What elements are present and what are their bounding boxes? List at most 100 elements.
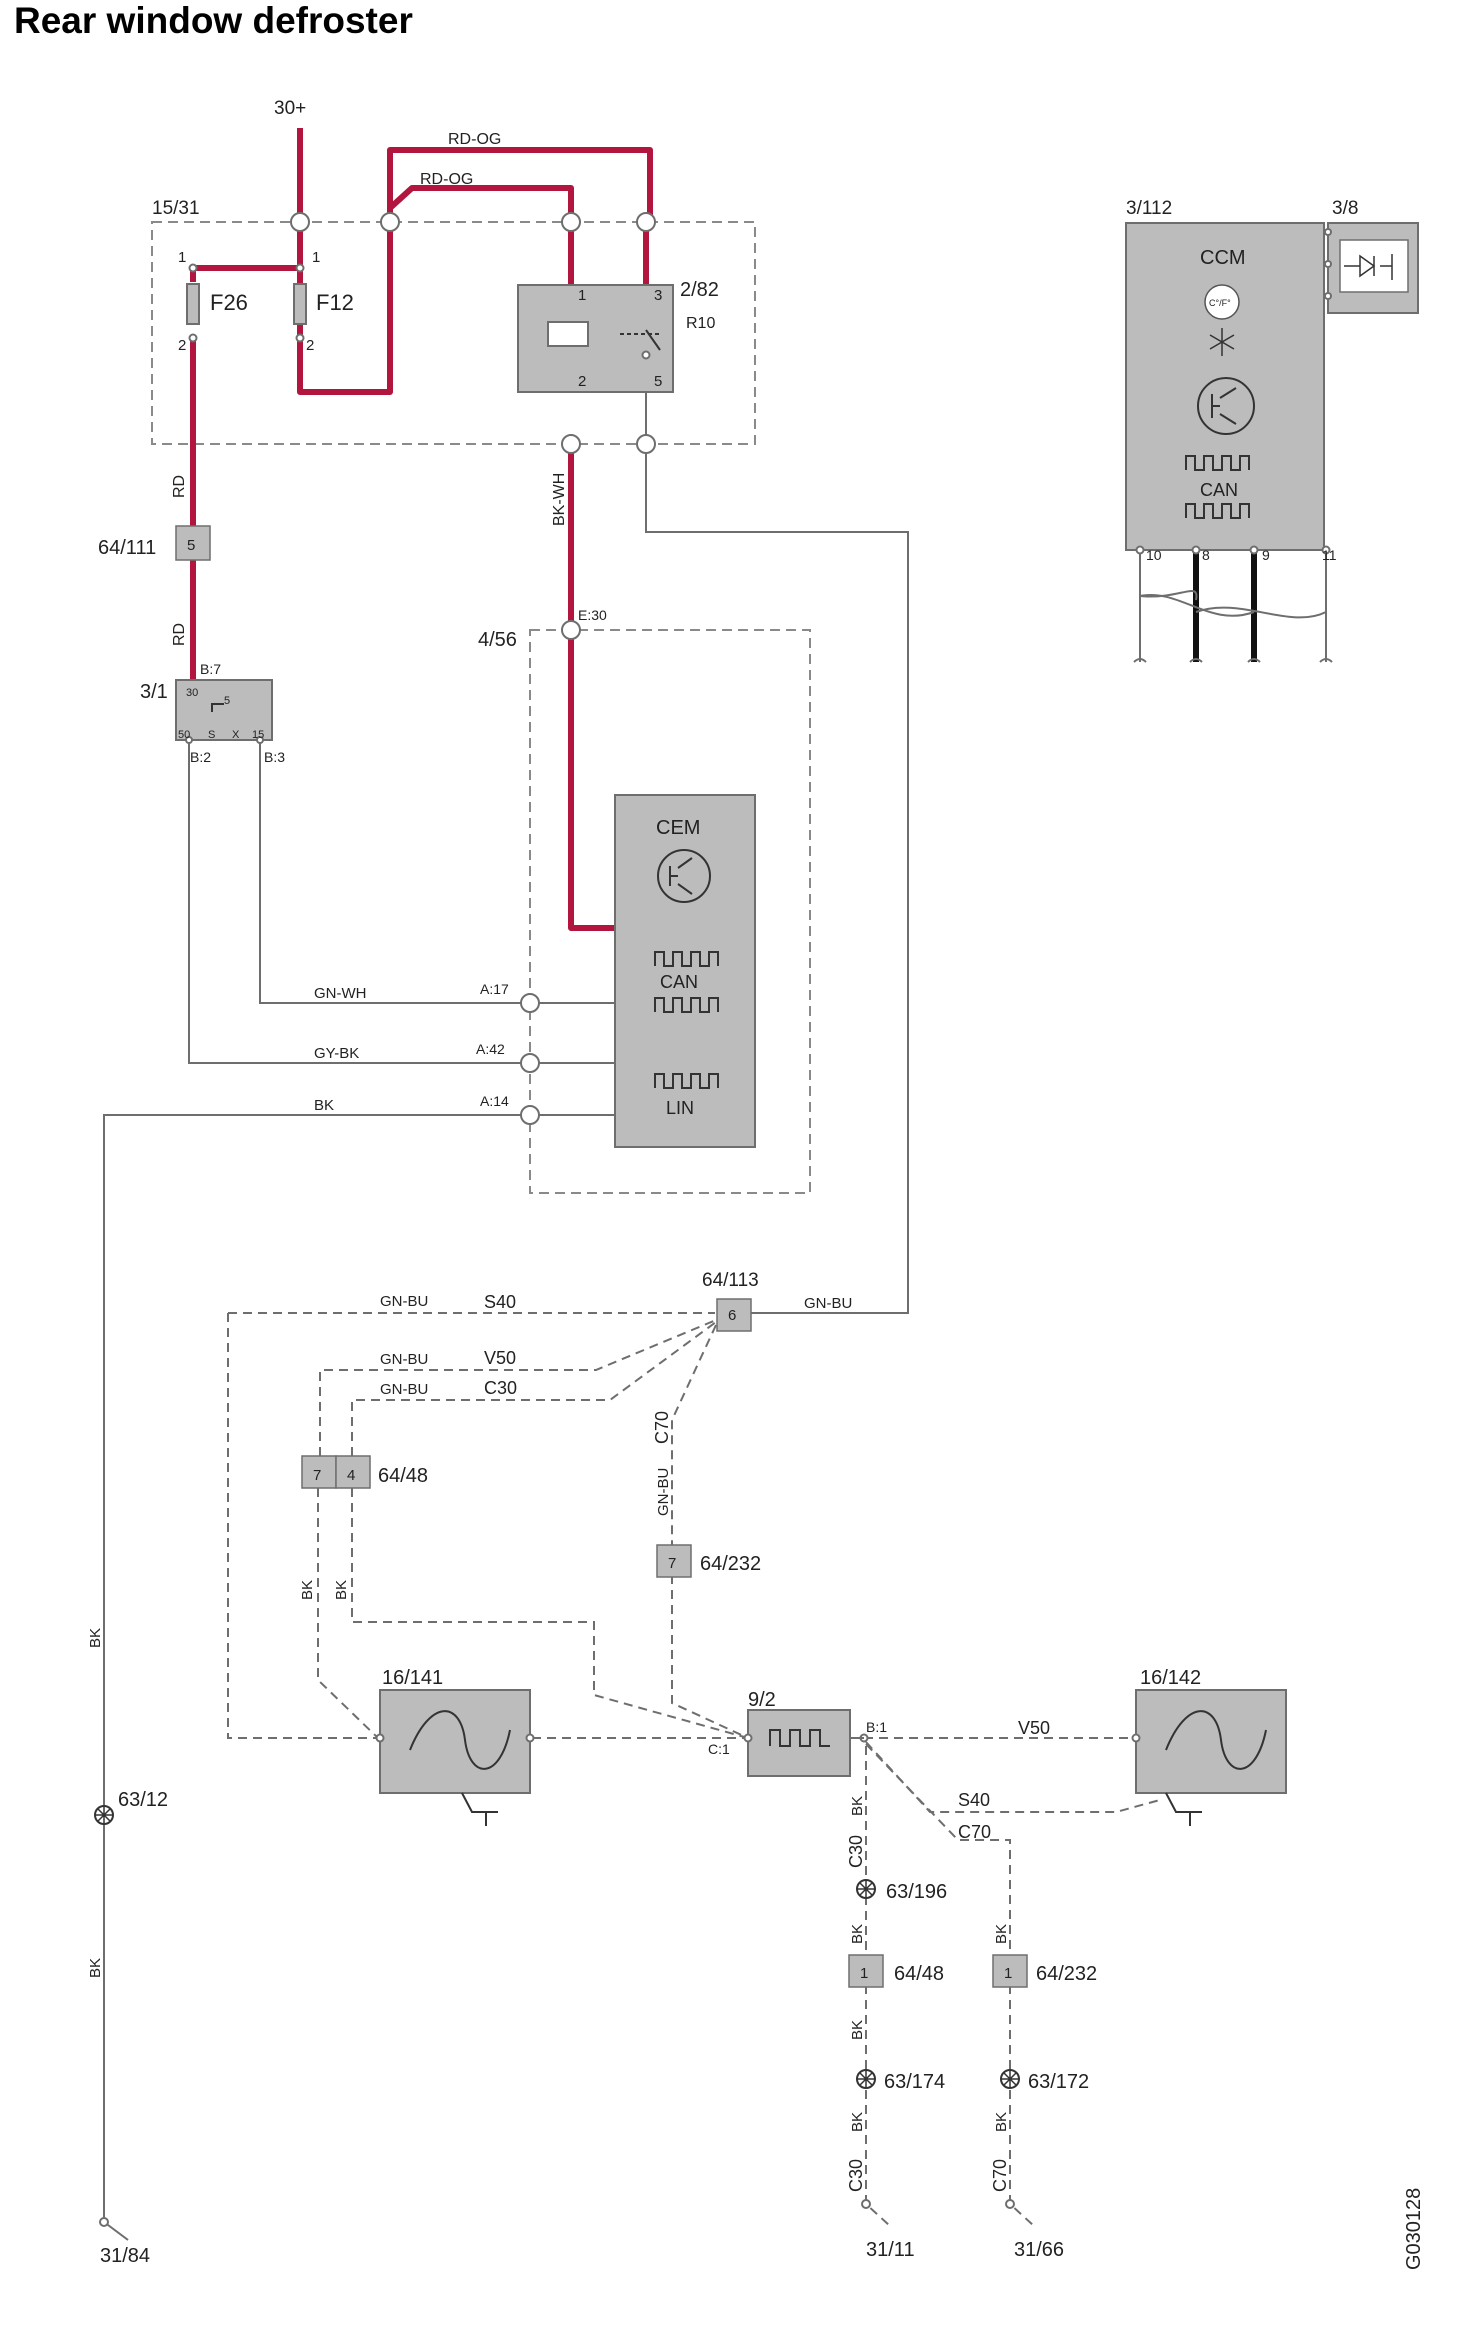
pin-label-c1: C:1 [708,1741,730,1757]
wire-label-bk-cem: BK [314,1097,334,1114]
label-filter: 9/2 [748,1689,776,1711]
ccm-module [1125,222,1325,551]
pin-label-a42: A:42 [476,1041,505,1057]
wire-bk-48b [351,1488,749,1739]
pin-label-e30: E:30 [578,607,607,623]
wire-s40-down [227,1313,378,1739]
wire-v50-gn-bu [319,1319,717,1456]
pin-f12-1 [295,263,305,273]
label-cem: CEM [656,817,700,839]
label-splice-63-172: 63/172 [1028,2071,1089,2093]
pin-label-64-111: 5 [187,537,195,554]
heater-16-141 [379,1689,531,1794]
wire-label-bk-wh: BK-WH [551,473,568,526]
pin-label-sw-x: X [232,729,240,741]
switch-pin-b2 [185,736,193,744]
junction-nodes [290,212,656,1125]
pin-label-b7: B:7 [200,661,221,677]
label-ccm: CCM [1200,247,1246,269]
ccm-pins [1135,545,1331,555]
label-temp-unit: C°/F° [1209,298,1231,308]
label-switch-3-8: 3/8 [1332,198,1358,219]
wire-label-gn-bu-v50: GN-BU [380,1351,428,1368]
switch-symbol [211,703,224,712]
label-ignition-switch: 3/1 [140,681,168,703]
label-ground-31-11: 31/11 [866,2239,915,2261]
diagram-title: Rear window defroster [14,0,413,41]
switch-pin-b3 [256,736,264,744]
heater-16-141-ground [461,1792,498,1826]
splice-63-12 [94,1805,114,1825]
wire-label-bk-c70-1: BK [993,1924,1010,1944]
label-f12: F12 [316,290,354,315]
pin-label-relay-1: 1 [578,287,586,304]
relay-contact-pin [641,350,651,360]
wire-30-supply [297,128,653,395]
wire-relay-to-64-113 [645,444,909,1314]
wire-gy-bk [188,740,530,1064]
ccm-transistor-icon [1197,377,1255,435]
cem-lin-icon [654,1073,719,1089]
variant-v50-top: V50 [484,1348,516,1368]
pin-label-f26-1: 1 [178,249,186,266]
pin-label-64-113: 6 [728,1307,736,1324]
wire-gn-wh [259,740,530,1004]
label-cem-box: 4/56 [478,629,517,651]
filter-pin-c1 [743,1733,753,1743]
ground-31-84-pin [99,2217,109,2227]
ccm-can-bus [1133,550,1333,663]
led-icon [1344,254,1393,280]
label-connector-64-111: 64/111 [98,537,156,559]
switch-3-8-pin-3 [1324,292,1332,300]
pin-label-64-48-bottom: 1 [860,1965,868,1982]
pin-label-64-232-top: 7 [668,1555,676,1572]
label-ccm-module: 3/112 [1126,198,1172,219]
filter-icon [769,1729,830,1747]
label-connector-64-232-top: 64/232 [700,1553,761,1575]
wire-label-bk-c30-4: BK [849,2112,866,2132]
wire-rd-og-2 [387,185,574,222]
label-connector-64-232-bottom: 64/232 [1036,1963,1097,1985]
wire-bk-48a [317,1488,379,1739]
pin-label-sw-50: 50 [178,729,190,741]
wire-label-bk-c30-1: BK [849,1796,866,1816]
wire-label-bk-c70-2: BK [993,2112,1010,2132]
cem-module [614,794,756,1148]
pin-label-sw-5: 5 [224,695,230,707]
pin-label-ccm-11: 11 [1322,547,1337,563]
switch-3-8-pin-1 [1324,228,1332,236]
temperature-unit-icon [1204,284,1240,320]
pin-f26-1 [188,263,198,273]
wire-c30-ground [865,1985,891,2227]
wire-label-gn-bu-right: GN-BU [804,1295,852,1312]
label-ccm-can: CAN [1200,480,1238,500]
ignition-switch [175,679,273,741]
label-heater-16-141: 16/141 [382,1667,443,1689]
wire-label-rd-2: RD [171,623,188,646]
heater-16-142-pin-in [1131,1733,1141,1743]
wire-c70-down [671,1575,749,1739]
connector-64-232-bottom [992,1954,1028,1988]
relay-coil [547,321,589,347]
cem-can-icon [654,951,719,1013]
label-connector-64-48-bottom: 64/48 [894,1963,944,1985]
connector-64-111 [175,525,211,561]
pin-label-sw-s: S [208,729,215,741]
label-ground-31-66: 31/66 [1014,2239,1064,2261]
wire-c70-ground [1009,1985,1035,2227]
wire-label-rd-og-2: RD-OG [420,171,473,188]
wire-label-bk-48b: BK [333,1580,350,1600]
variant-c70-bottom: C70 [990,2159,1010,2192]
variant-c70-top: C70 [652,1411,672,1444]
wire-label-bk-48a: BK [299,1580,316,1600]
pin-label-b2: B:2 [190,749,211,765]
variant-c30-top: C30 [484,1378,517,1398]
label-connector-64-113: 64/113 [702,1270,759,1291]
label-splice-63-196: 63/196 [886,1881,947,1903]
pin-label-a17: A:17 [480,981,509,997]
fuse-f12 [293,283,307,325]
label-cem-can: CAN [660,972,698,992]
label-f26: F26 [210,290,248,315]
wire-label-gy-bk: GY-BK [314,1045,359,1062]
